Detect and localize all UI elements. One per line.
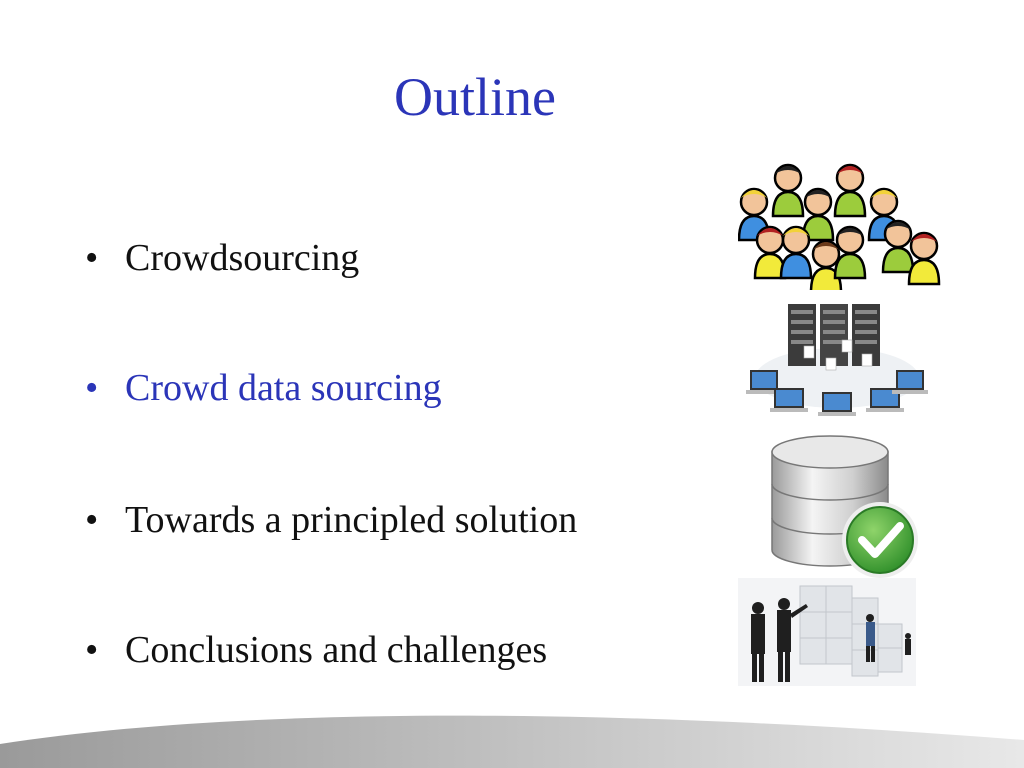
bullet-glyph: • (85, 237, 99, 279)
bullet-item: • Crowdsourcing (85, 234, 359, 282)
bullet-text: Crowd data sourcing (125, 367, 442, 409)
bullet-glyph: • (85, 367, 99, 409)
bullet-glyph: • (85, 629, 99, 671)
crowd-illustration (738, 163, 941, 290)
database-check-illustration (771, 435, 918, 578)
bullet-text: Crowdsourcing (125, 237, 360, 279)
bullet-item: • Crowd data sourcing (85, 364, 442, 412)
bullet-text: Towards a principled solution (125, 499, 578, 541)
bullet-text: Conclusions and challenges (125, 629, 548, 671)
footer-wave (0, 715, 1024, 768)
bullet-item: • Towards a principled solution (85, 496, 577, 544)
network-servers-illustration (746, 304, 928, 416)
puzzle-team-illustration (738, 578, 916, 686)
bullet-glyph: • (85, 499, 99, 541)
slide-title: Outline (394, 67, 556, 127)
bullet-item: • Conclusions and challenges (85, 626, 547, 674)
